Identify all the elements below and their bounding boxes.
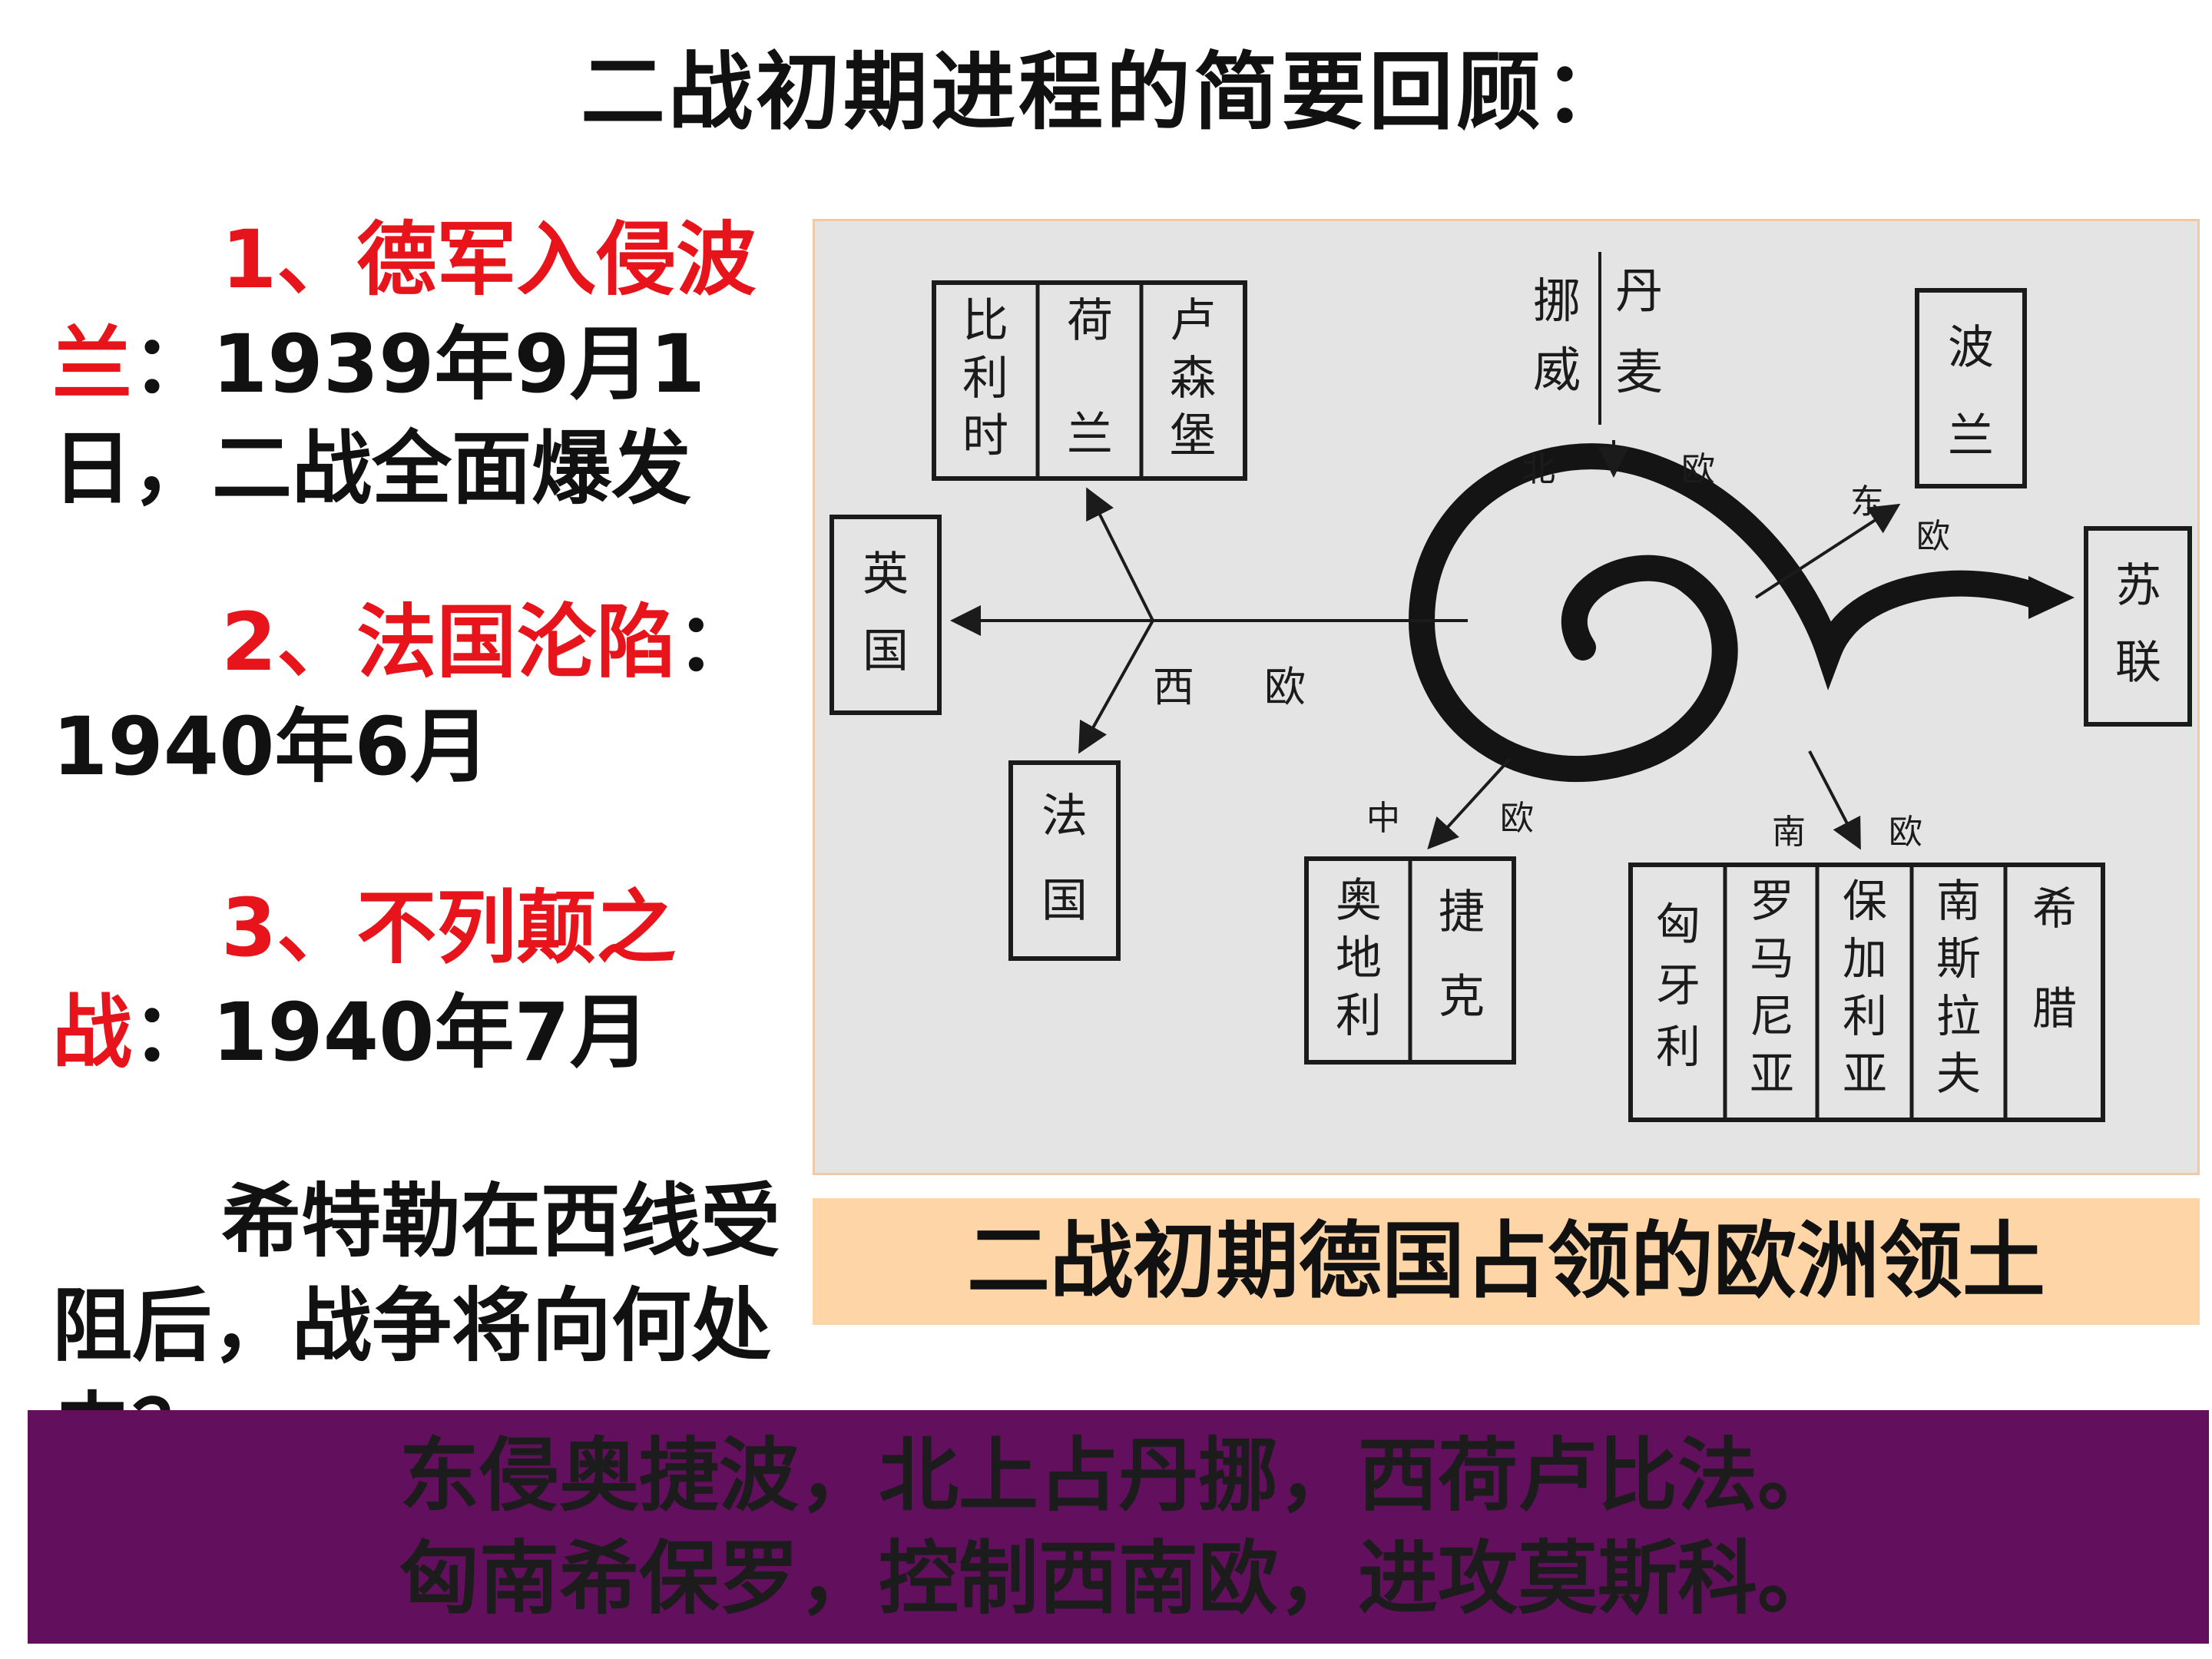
netherlands-2: 兰: [1067, 408, 1113, 462]
event-1-title: 1、德军入侵波兰: [52, 213, 757, 411]
nordic-denmark-2: 麦: [1615, 344, 1663, 400]
summary-line-2: 匈南希保罗，控制西南欧，进攻莫斯科。: [399, 1532, 1837, 1625]
hungary-3: 利: [1656, 1021, 1700, 1073]
event-3-title: 3、不列颠之战: [52, 881, 677, 1079]
event-1: 1、德军入侵波兰：1939年9月1日，二战全面爆发: [52, 207, 820, 521]
label-east-2: 欧: [1916, 517, 1950, 556]
yugoslavia-2: 斯: [1936, 932, 1981, 985]
event-1-detail: ：1939年9月1日，二战全面爆发: [52, 317, 706, 515]
poland-box: [1915, 288, 2027, 488]
britain-1: 英: [863, 548, 909, 601]
label-west-1: 西: [1153, 663, 1194, 711]
bulgaria-4: 亚: [1843, 1048, 1887, 1100]
yugoslavia-4: 夫: [1936, 1048, 1981, 1100]
spiral-path: [1408, 443, 2049, 783]
austria-3: 利: [1336, 989, 1382, 1043]
arrow-to-poland: [1754, 503, 1901, 599]
ussr-1: 苏: [2115, 559, 2161, 613]
hungary-1: 匈: [1656, 898, 1700, 950]
belgium-3: 时: [962, 409, 1008, 463]
label-west-2: 欧: [1264, 663, 1306, 711]
spiral-arrowhead: [2028, 576, 2075, 619]
ussr-box: [2084, 526, 2192, 727]
greece-1: 希: [2032, 882, 2077, 935]
label-central-1: 中: [1366, 799, 1400, 838]
diagram-caption: 二战初期德国占领的欧洲领土: [813, 1198, 2200, 1325]
south-europe-box: [1628, 863, 2105, 1122]
label-north-2: 欧: [1681, 450, 1715, 489]
arrow-to-south: [1808, 750, 1861, 850]
event-2-title: 2、法国沦陷: [221, 595, 677, 689]
label-central-2: 欧: [1500, 799, 1534, 838]
ussr-2: 联: [2115, 636, 2161, 690]
belgium-2: 利: [962, 352, 1008, 406]
event-3: 3、不列颠之战：1940年7月: [52, 876, 820, 1084]
event-3-detail: ：1940年7月: [132, 985, 650, 1079]
luxembourg-1: 卢: [1170, 294, 1216, 348]
nordic-norway-2: 威: [1533, 342, 1581, 398]
britain-box: [830, 515, 942, 715]
arrow-to-benelux: [1086, 487, 1154, 621]
summary-line-1: 东侵奥捷波，北上占丹挪，西荷卢比法。: [399, 1429, 1837, 1522]
luxembourg-2: 森: [1170, 352, 1216, 406]
poland-1: 波: [1948, 321, 1994, 375]
romania-4: 亚: [1750, 1048, 1794, 1100]
yugoslavia-1: 南: [1936, 875, 1981, 927]
czech-1: 捷: [1439, 886, 1485, 939]
poland-2: 兰: [1948, 409, 1994, 463]
netherlands-1: 荷: [1067, 294, 1113, 348]
hungary-2: 牙: [1656, 959, 1700, 1012]
romania-2: 马: [1750, 932, 1794, 985]
label-east-1: 东: [1850, 482, 1884, 522]
arrow-to-central: [1427, 757, 1512, 849]
britain-2: 国: [863, 624, 909, 678]
greece-2: 腊: [2032, 982, 2077, 1035]
benelux-box: [932, 280, 1247, 481]
label-south-2: 欧: [1889, 813, 1922, 852]
event-2: 2、法国沦陷：1940年6月: [52, 590, 820, 799]
left-text-panel: 1、德军入侵波兰：1939年9月1日，二战全面爆发 2、法国沦陷：1940年6月…: [52, 207, 820, 1482]
austria-1: 奥: [1336, 874, 1382, 928]
nordic-norway-1: 挪: [1533, 273, 1581, 329]
luxembourg-3: 堡: [1170, 409, 1216, 463]
czech-2: 克: [1439, 970, 1485, 1024]
nordic-denmark-1: 丹: [1615, 263, 1663, 319]
france-1: 法: [1041, 790, 1088, 843]
bulgaria-2: 加: [1843, 932, 1887, 985]
bulgaria-3: 利: [1843, 990, 1887, 1042]
bulgaria-1: 保: [1843, 875, 1887, 927]
france-2: 国: [1041, 874, 1088, 928]
label-south-1: 南: [1772, 813, 1806, 852]
event-2-detail: ：1940年6月: [52, 595, 757, 793]
austria-2: 地: [1336, 932, 1382, 985]
yugoslavia-3: 拉: [1936, 990, 1981, 1042]
summary-banner: 东侵奥捷波，北上占丹挪，西荷卢比法。 匈南希保罗，控制西南欧，进攻莫斯科。: [28, 1410, 2209, 1644]
arrow-to-france: [1078, 620, 1154, 754]
romania-1: 罗: [1750, 875, 1794, 927]
diagram-canvas: 西 欧 北 欧 东 欧 中 欧 南 欧 挪 威 丹 麦 比 利 时 荷 兰 卢 …: [830, 252, 2192, 1122]
page-title: 二战初期进程的简要回顾：: [581, 43, 1631, 141]
occupation-diagram: 西 欧 北 欧 东 欧 中 欧 南 欧 挪 威 丹 麦 比 利 时 荷 兰 卢 …: [813, 219, 2200, 1175]
romania-3: 尼: [1750, 990, 1794, 1042]
label-north-1: 北: [1522, 450, 1555, 489]
france-box: [1008, 760, 1121, 961]
belgium-1: 比: [962, 294, 1008, 348]
